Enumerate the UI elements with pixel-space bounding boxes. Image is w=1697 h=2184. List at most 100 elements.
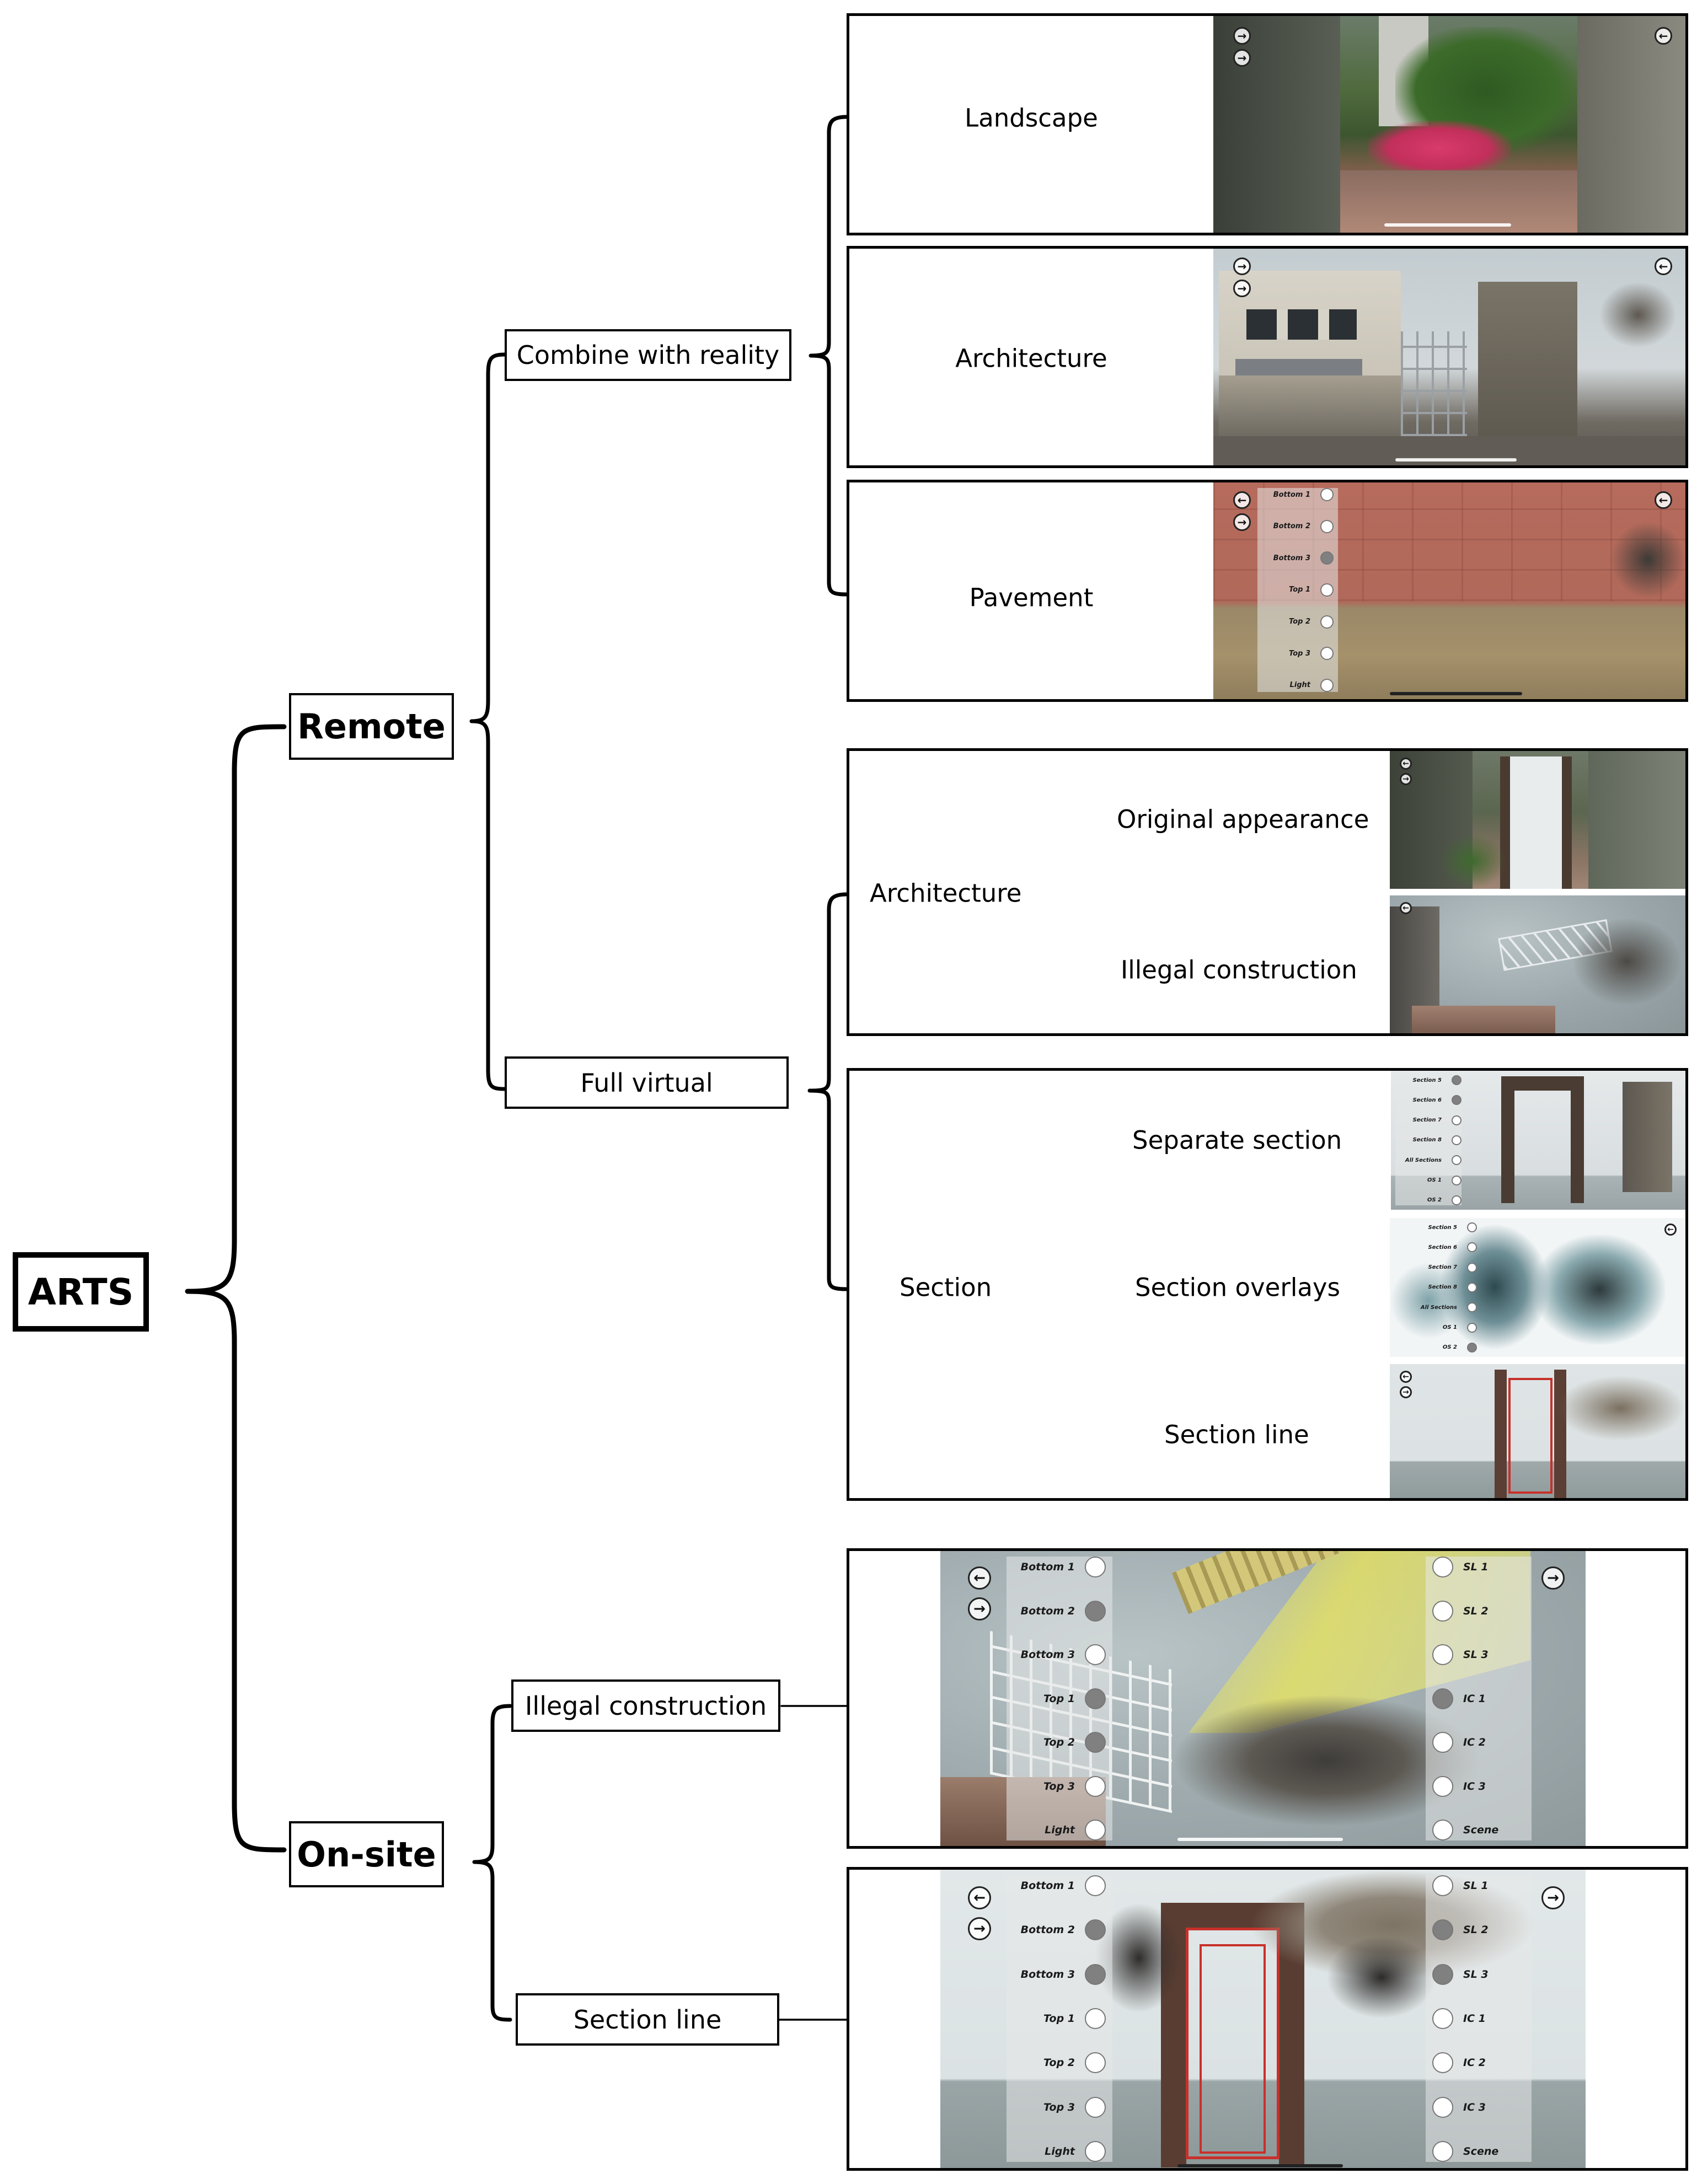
layer-toggle-row[interactable]: Top 2 (1262, 615, 1334, 629)
toggle-circle-icon[interactable] (1320, 615, 1334, 629)
layer-toggle-row[interactable]: SL 3 (1432, 1644, 1532, 1665)
layer-toggle-row[interactable]: Section 7 (1394, 1262, 1477, 1273)
layer-toggle-row[interactable]: Bottom 2 (1262, 519, 1334, 533)
forward-arrow-icon[interactable]: → (968, 1597, 991, 1620)
forward-arrow-icon[interactable]: → (1233, 280, 1251, 297)
back-arrow-icon[interactable]: ← (968, 1566, 991, 1590)
layer-toggle-row[interactable]: SL 1 (1432, 1875, 1532, 1896)
toggle-circle-icon[interactable] (1467, 1342, 1477, 1353)
toggle-circle-icon[interactable] (1320, 519, 1334, 533)
toggle-circle-icon[interactable] (1432, 1919, 1453, 1941)
layer-toggle-row[interactable]: Bottom 1 (1262, 488, 1334, 501)
layer-toggle-row[interactable]: Top 2 (1007, 1732, 1106, 1753)
toggle-circle-icon[interactable] (1085, 1919, 1106, 1941)
exit-arrow-icon[interactable]: ← (1664, 1224, 1677, 1236)
toggle-circle-icon[interactable] (1452, 1115, 1462, 1125)
toggle-circle-icon[interactable] (1432, 1688, 1453, 1709)
toggle-circle-icon[interactable] (1085, 1875, 1106, 1896)
toggle-circle-icon[interactable] (1432, 2096, 1453, 2118)
layer-toggle-row[interactable]: IC 1 (1432, 1688, 1532, 1709)
layer-toggle-row[interactable]: Top 1 (1262, 583, 1334, 597)
layer-toggle-row[interactable]: Section 5 (1394, 1222, 1477, 1232)
forward-arrow-icon[interactable]: → (1400, 773, 1412, 785)
toggle-circle-icon[interactable] (1320, 647, 1334, 661)
toggle-circle-icon[interactable] (1432, 1963, 1453, 1985)
layer-toggle-row[interactable]: IC 1 (1432, 2008, 1532, 2029)
layer-toggle-row[interactable]: Bottom 3 (1007, 1963, 1106, 1985)
layer-toggle-row[interactable]: IC 2 (1432, 1732, 1532, 1753)
forward-arrow-icon[interactable]: → (1400, 1386, 1412, 1398)
toggle-circle-icon[interactable] (1432, 1775, 1453, 1797)
toggle-circle-icon[interactable] (1467, 1282, 1477, 1292)
toggle-circle-icon[interactable] (1432, 1644, 1453, 1665)
layer-toggle-row[interactable]: Section 5 (1395, 1075, 1462, 1085)
next-arrow-icon[interactable]: → (1541, 1886, 1565, 1909)
layer-toggle-row[interactable]: Scene (1432, 1820, 1532, 1840)
layer-toggle-row[interactable]: Top 3 (1007, 1775, 1106, 1797)
toggle-circle-icon[interactable] (1320, 551, 1334, 565)
layer-toggle-row[interactable]: Section 8 (1395, 1135, 1462, 1145)
forward-arrow-icon[interactable]: → (1233, 49, 1251, 67)
toggle-circle-icon[interactable] (1452, 1175, 1462, 1185)
layer-toggle-row[interactable]: Scene (1432, 2140, 1532, 2162)
toggle-circle-icon[interactable] (1432, 1875, 1453, 1896)
next-arrow-icon[interactable]: → (1541, 1566, 1565, 1590)
back-arrow-icon[interactable]: ← (1400, 1371, 1412, 1383)
toggle-circle-icon[interactable] (1085, 2008, 1106, 2029)
back-arrow-icon[interactable]: ← (1400, 902, 1412, 914)
view-slider[interactable] (1395, 458, 1517, 462)
layer-toggle-row[interactable]: Bottom 2 (1007, 1600, 1106, 1622)
forward-arrow-icon[interactable]: → (1233, 513, 1251, 531)
toggle-circle-icon[interactable] (1085, 1820, 1106, 1840)
toggle-circle-icon[interactable] (1085, 2096, 1106, 2118)
layer-toggle-row[interactable]: IC 2 (1432, 2052, 1532, 2074)
toggle-circle-icon[interactable] (1467, 1302, 1477, 1313)
back-arrow-icon[interactable]: ← (1233, 491, 1251, 509)
back-arrow-icon[interactable]: ← (1400, 758, 1412, 770)
layer-toggle-row[interactable]: Bottom 1 (1007, 1557, 1106, 1577)
layer-toggle-row[interactable]: Top 3 (1007, 2096, 1106, 2118)
forward-arrow-icon[interactable]: → (968, 1917, 991, 1940)
layer-toggle-row[interactable]: Section 6 (1394, 1242, 1477, 1253)
layer-toggle-row[interactable]: Bottom 3 (1262, 551, 1334, 565)
view-slider[interactable] (1390, 692, 1522, 695)
layer-toggle-row[interactable]: OS 1 (1395, 1175, 1462, 1185)
layer-toggle-row[interactable]: Top 1 (1007, 2008, 1106, 2029)
toggle-circle-icon[interactable] (1432, 1600, 1453, 1622)
layer-toggle-row[interactable]: Top 3 (1262, 647, 1334, 661)
layer-toggle-row[interactable]: Light (1262, 678, 1334, 692)
layer-toggle-row[interactable]: SL 1 (1432, 1557, 1532, 1577)
layer-toggle-row[interactable]: SL 2 (1432, 1919, 1532, 1941)
toggle-circle-icon[interactable] (1452, 1195, 1462, 1205)
layer-toggle-row[interactable]: Light (1007, 1820, 1106, 1840)
layer-toggle-row[interactable]: Bottom 3 (1007, 1644, 1106, 1665)
toggle-circle-icon[interactable] (1452, 1075, 1462, 1085)
exit-arrow-icon[interactable]: ← (1655, 257, 1672, 275)
toggle-circle-icon[interactable] (1452, 1155, 1462, 1166)
view-slider[interactable] (1384, 223, 1511, 227)
toggle-circle-icon[interactable] (1320, 678, 1334, 692)
layer-toggle-row[interactable]: Top 1 (1007, 1688, 1106, 1709)
layer-toggle-row[interactable]: Section 8 (1394, 1282, 1477, 1292)
layer-toggle-row[interactable]: Bottom 2 (1007, 1919, 1106, 1941)
exit-arrow-icon[interactable]: ← (1655, 491, 1672, 509)
layer-toggle-row[interactable]: All Sections (1395, 1155, 1462, 1166)
toggle-circle-icon[interactable] (1467, 1242, 1477, 1253)
toggle-circle-icon[interactable] (1452, 1095, 1462, 1106)
toggle-circle-icon[interactable] (1467, 1322, 1477, 1333)
back-arrow-icon[interactable]: → (1233, 27, 1251, 45)
toggle-circle-icon[interactable] (1085, 2052, 1106, 2074)
layer-toggle-row[interactable]: All Sections (1394, 1302, 1477, 1313)
back-arrow-icon[interactable]: → (1233, 257, 1251, 275)
layer-toggle-row[interactable]: SL 3 (1432, 1963, 1532, 1985)
layer-toggle-row[interactable]: SL 2 (1432, 1600, 1532, 1622)
layer-toggle-row[interactable]: OS 2 (1395, 1195, 1462, 1205)
layer-toggle-row[interactable]: IC 3 (1432, 2096, 1532, 2118)
toggle-circle-icon[interactable] (1432, 2052, 1453, 2074)
toggle-circle-icon[interactable] (1432, 1557, 1453, 1577)
layer-toggle-row[interactable]: Bottom 1 (1007, 1875, 1106, 1896)
layer-toggle-row[interactable]: Light (1007, 2140, 1106, 2162)
view-slider[interactable] (1177, 1838, 1343, 1841)
toggle-circle-icon[interactable] (1320, 488, 1334, 501)
toggle-circle-icon[interactable] (1085, 1557, 1106, 1577)
